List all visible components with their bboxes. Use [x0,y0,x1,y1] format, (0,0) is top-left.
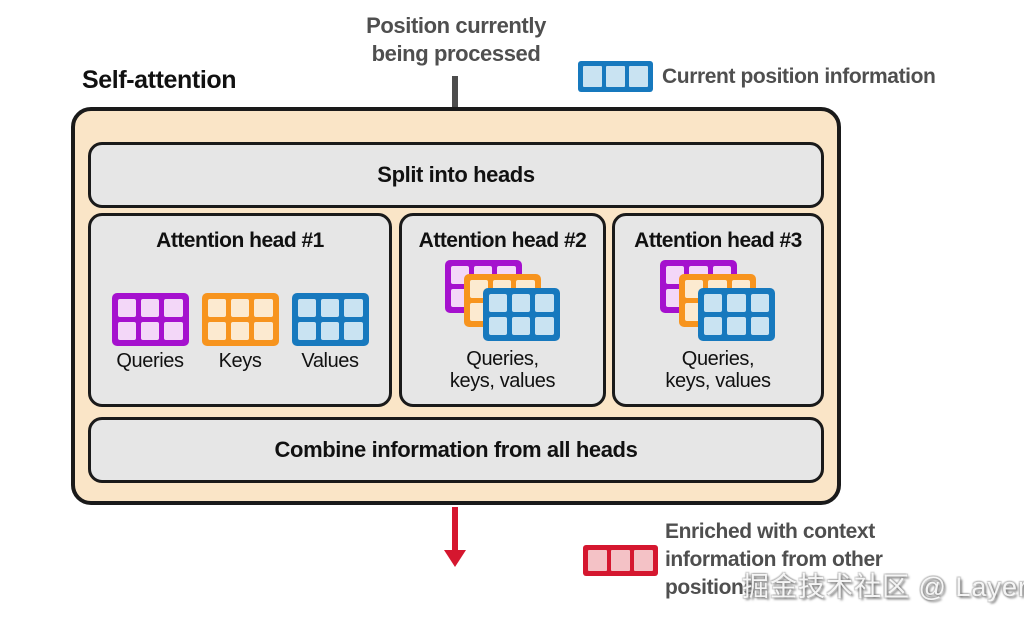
values-matrix-icon [482,288,560,341]
attention-head-1-grids: Queries Keys Values [91,293,389,373]
top-annotation-line2: being processed [371,41,541,66]
watermark: 掘金技术社区 @ Layer [742,572,1024,602]
keys-label: Keys [218,350,262,372]
self-attention-panel: Split into heads Attention head #1 Queri… [71,107,841,505]
queries-label: Queries [116,350,184,372]
combine-heads-label: Combine information from all heads [274,437,638,462]
attention-head-3-grid-label: Queries, keys, values [665,348,771,392]
keys-matrix-icon [201,293,279,346]
top-annotation-line1: Position currently [366,13,546,38]
values-matrix-icon [698,288,775,341]
values-column: Values [291,293,369,373]
legend-current-position: Current position information [578,61,936,92]
combine-heads-box: Combine information from all heads [88,417,824,483]
attention-head-1-title: Attention head #1 [156,229,324,252]
enriched-row-icon [583,545,658,576]
qkv-stack-icon [444,260,561,342]
keys-column: Keys [201,293,279,373]
attention-head-1-box: Attention head #1 Queries Keys [88,213,392,407]
qkv-stack-icon [660,260,776,342]
legend-enriched-label: Enriched with context information from o… [665,520,883,599]
page-title: Self-attention [82,66,237,94]
queries-matrix-icon [111,293,189,346]
attention-head-2-title: Attention head #2 [418,229,587,252]
attention-head-2-grid-label: Queries, keys, values [449,348,556,392]
attention-head-2-box: Attention head #2 Queries, keys, values [399,213,606,407]
attention-head-3-box: Attention head #3 Queries, keys, values [612,213,824,407]
attention-head-3-title: Attention head #3 [634,229,802,252]
current-position-row-icon [578,61,653,92]
legend-current-position-label: Current position information [662,64,936,88]
queries-column: Queries [111,293,189,373]
top-annotation: Position currently being processed [320,12,592,68]
split-into-heads-box: Split into heads [88,142,824,208]
down-arrow-red-icon [444,507,466,567]
values-matrix-icon [291,293,369,346]
values-label: Values [301,350,359,372]
split-into-heads-label: Split into heads [377,162,535,187]
